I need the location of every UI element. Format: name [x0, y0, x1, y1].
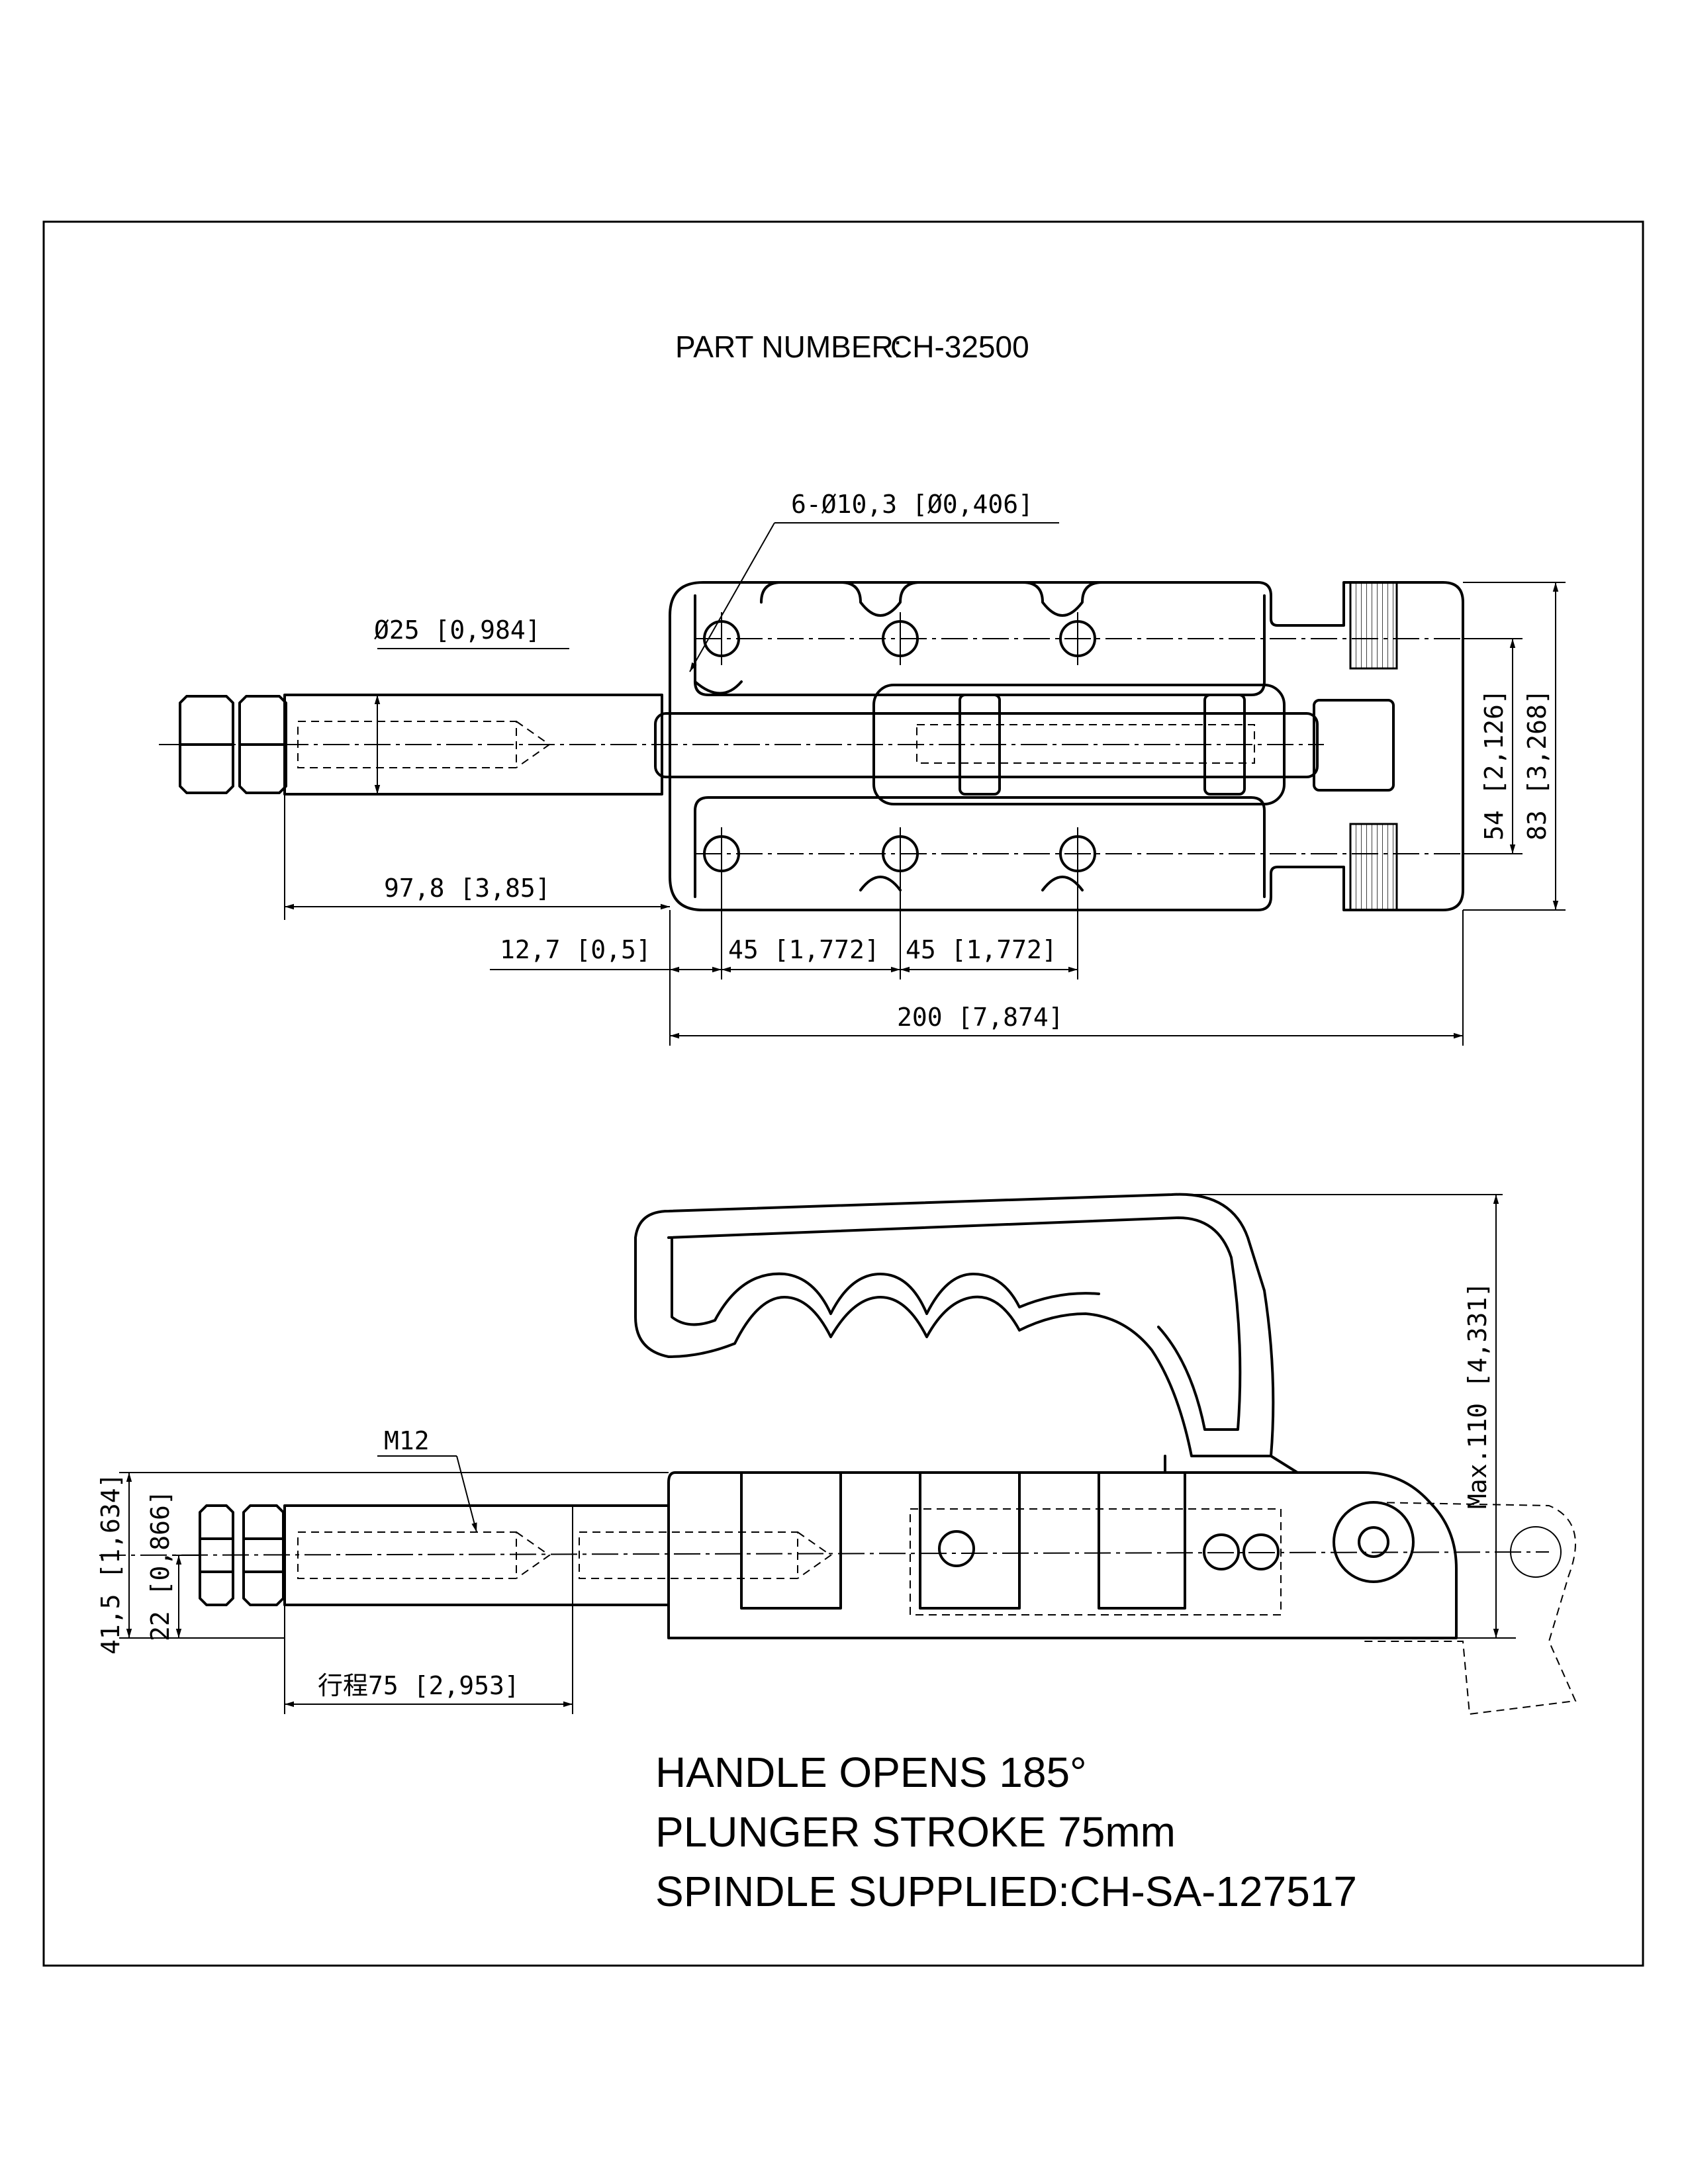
dim-offset: 12,7 [0,5]: [500, 935, 651, 964]
side-plunger-rod: [283, 1504, 670, 1606]
link-pin-icon: [1203, 1533, 1240, 1570]
lower-scallops: [859, 876, 1084, 891]
side-slots: [740, 1471, 1186, 1610]
upper-recess: [694, 594, 1266, 696]
clevis: [1313, 699, 1395, 792]
dim-pitch-2: 45 [1,772]: [906, 935, 1057, 964]
hex-nut-outer-icon: [179, 695, 234, 794]
knurl-band-top: [1349, 581, 1398, 670]
dim-height-total: 41,5 [1,634]: [96, 1473, 125, 1655]
dim-pitch-1: 45 [1,772]: [728, 935, 880, 964]
pivot-icon: [1333, 1501, 1415, 1583]
dim-stroke: 行程75 [2,953]: [318, 1671, 520, 1700]
dim-overall-height: 83 [3,268]: [1523, 689, 1552, 841]
dim-inner-height: 54 [2,126]: [1479, 689, 1509, 841]
side-rod-socket: [579, 1531, 798, 1579]
part-number-label: PART NUMBER:: [675, 330, 902, 364]
note-handle-opens: HANDLE OPENS 185°: [655, 1749, 1087, 1796]
sheet-border: [42, 220, 1644, 1967]
handle-grip: [634, 1193, 1275, 1457]
dim-overall-length: 200 [7,874]: [897, 1003, 1064, 1032]
dim-holes: 6-Ø10,3 [Ø0,406]: [791, 490, 1033, 519]
dim-rod-length: 97,8 [3,85]: [384, 874, 551, 903]
handle-open-phantom: [1364, 1502, 1577, 1715]
handle-inner-contour: [667, 1216, 1242, 1431]
side-base-body: [667, 1471, 1458, 1639]
dim-rod-diameter: Ø25 [0,984]: [374, 615, 541, 645]
dim-max-height: Max.110 [4,331]: [1463, 1282, 1492, 1509]
part-number-value: CH-32500: [890, 330, 1029, 364]
handle-finger-grooves: [671, 1236, 1100, 1326]
upper-scallops: [694, 581, 1259, 695]
side-hex-nut-inner-icon: [242, 1504, 285, 1606]
carriage-pin-icon: [938, 1530, 975, 1567]
carriage-phantom: [910, 1508, 1282, 1615]
mounting-holes: [695, 612, 1516, 880]
top-view: 6-Ø10,3 [Ø0,406] Ø25 [0,984] 97,8 [3,85]…: [159, 490, 1566, 1046]
dim-thread: M12: [384, 1426, 430, 1455]
link-pin-icon: [1243, 1533, 1280, 1570]
handle-neck: [1164, 1455, 1299, 1474]
dim-height-center: 22 [0,866]: [146, 1490, 175, 1641]
hex-nut-inner-icon: [238, 695, 287, 794]
lower-recess: [694, 796, 1266, 898]
side-hex-nut-outer-icon: [199, 1504, 234, 1606]
pivot-pin-icon: [1358, 1526, 1389, 1558]
side-view: M12 Max.110 [4,331] 41,5 [1,634] 22 [0,8…: [96, 1193, 1577, 1715]
note-plunger-stroke: PLUNGER STROKE 75mm: [655, 1808, 1176, 1856]
note-spindle-supplied: SPINDLE SUPPLIED:CH-SA-127517: [655, 1868, 1357, 1915]
base-plate-outline: [669, 581, 1464, 911]
knurl-band-bottom: [1349, 823, 1398, 911]
